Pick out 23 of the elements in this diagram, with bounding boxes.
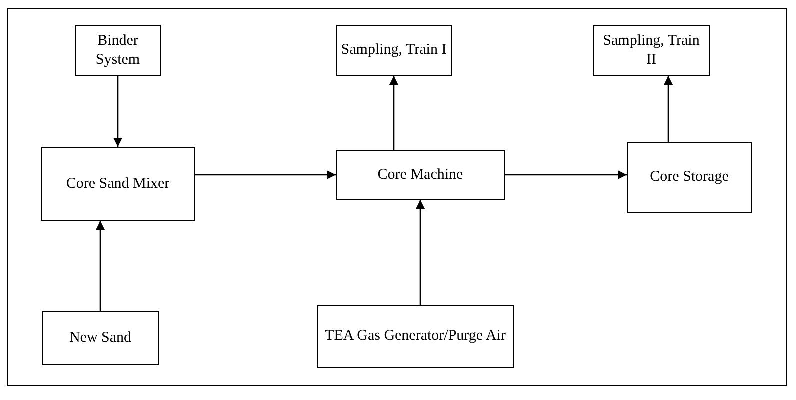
box-label: Core Sand Mixer [65,174,171,194]
box-label: TEA Gas Generator/Purge Air [324,327,507,346]
box-label: Binder System [94,32,142,70]
arrow [390,76,398,150]
arrow [195,170,336,180]
box-label: Sampling, Train II [602,32,701,70]
process-box [75,25,161,76]
arrow [505,170,627,180]
arrow [416,200,425,305]
process-box [41,147,195,221]
arrow [114,76,122,147]
process-box [336,150,505,200]
box-label: Core Storage [649,168,730,187]
box-label: New Sand [68,328,133,348]
process-box [42,311,159,365]
box-label: Core Machine [376,166,464,184]
process-box [317,305,514,368]
process-box [593,25,710,76]
process-box [336,25,452,76]
arrow [96,221,105,311]
process-box [627,142,752,213]
arrow [664,76,673,142]
box-label: Sampling, Train I [340,41,448,60]
